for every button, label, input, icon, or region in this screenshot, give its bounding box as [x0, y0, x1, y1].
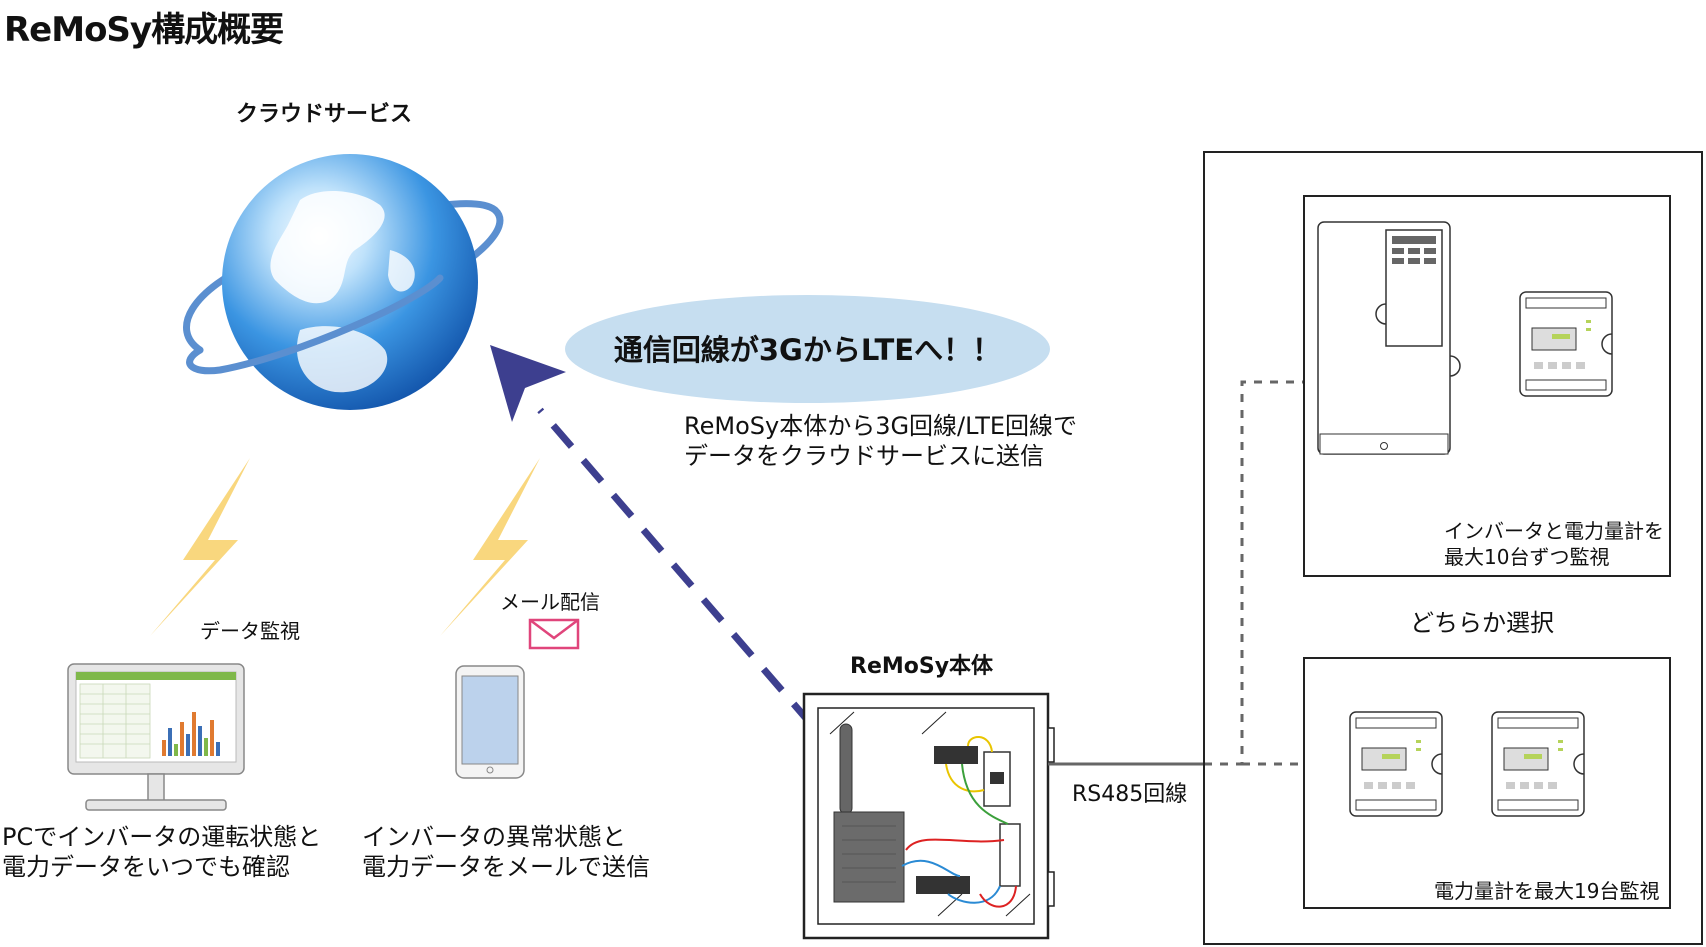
- option-a-box: [1303, 195, 1671, 577]
- remosy-enclosure: [802, 692, 1055, 940]
- option-connector: [1204, 380, 1304, 766]
- option-b-label: 電力量計を最大19台監視: [1434, 879, 1660, 903]
- cloud-service-label: クラウドサービス: [236, 102, 413, 127]
- pc-caption: データ監視: [200, 619, 300, 643]
- option-a-label: インバータと電力量計を 最大10台ずつ監視: [1444, 519, 1664, 569]
- power-meter-icon: [1349, 711, 1443, 817]
- lightning-icon: [440, 458, 540, 636]
- selection-frame: [1203, 151, 1703, 945]
- lightning-icon: [150, 458, 250, 636]
- tablet-icon: [455, 665, 525, 779]
- globe-icon: [183, 154, 504, 410]
- rs485-label: RS485回線: [1072, 782, 1188, 807]
- announcement-text: 通信回線が3GからLTEへ！！: [613, 333, 1002, 367]
- power-meter-icon: [1491, 711, 1585, 817]
- envelope-icon: [528, 618, 580, 650]
- option-b-box: [1303, 657, 1671, 909]
- power-meter-icon: [1519, 291, 1613, 397]
- page-title: ReMoSy構成概要: [4, 10, 284, 50]
- choice-label: どちらか選択: [1410, 609, 1554, 637]
- tablet-description: インバータの異常状態と 電力データをメールで送信: [362, 823, 650, 881]
- unit-label: ReMoSy本体: [850, 654, 994, 679]
- pc-monitor-icon: [67, 663, 245, 811]
- tablet-caption: メール配信: [500, 590, 600, 614]
- announcement-bubble: [565, 295, 1050, 403]
- transmission-description: ReMoSy本体から3G回線/LTE回線で データをクラウドサービスに送信: [684, 412, 1078, 470]
- inverter-icon: [1317, 221, 1461, 455]
- uplink-arrow: [490, 345, 845, 763]
- pc-description: PCでインバータの運転状態と 電力データをいつでも確認: [2, 823, 322, 881]
